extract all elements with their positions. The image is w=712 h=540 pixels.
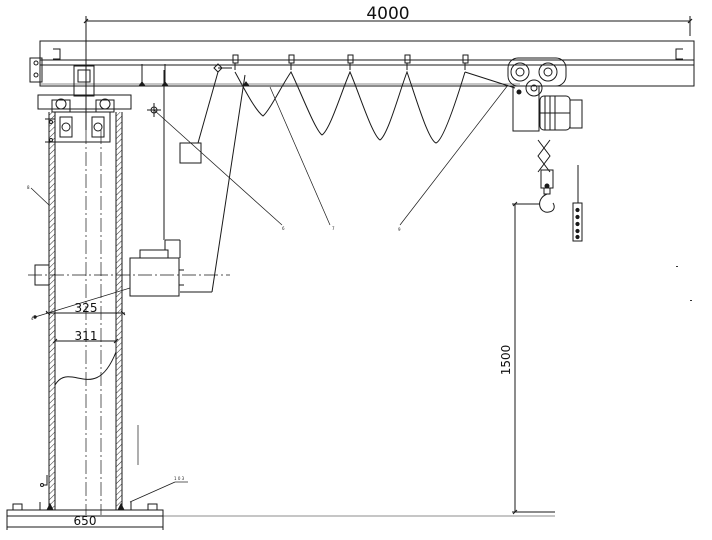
dimension-text: 311 [75,329,98,343]
dimension-text: 1500 [499,345,513,376]
callout-base-plate: 1 0 3 [174,476,185,481]
hoist-trolley [507,57,583,242]
speck [690,300,692,301]
callout-festoon: 7 [332,226,335,231]
dimension-text: 4000 [366,4,409,24]
callouts [30,84,509,503]
callout-column: 8 [27,185,30,190]
dimension-text: 325 [75,301,98,315]
speck [676,266,678,267]
slewing-head [37,65,132,143]
callout-trolley: 9 [398,227,401,232]
callout-hanger: 6 [282,226,285,231]
dimension-column: 325 311 [33,287,131,344]
slew-motor [129,70,246,297]
dimension-text: 650 [74,514,97,528]
boom-arm [29,40,695,87]
dimension-lift-height: 1500 [499,201,555,515]
dimension-boom-length: 4000 [83,4,693,130]
callout-slew-motor: 4 [31,316,34,321]
base-plate: 650 [6,502,555,530]
festoon-cable-system [40,54,520,164]
